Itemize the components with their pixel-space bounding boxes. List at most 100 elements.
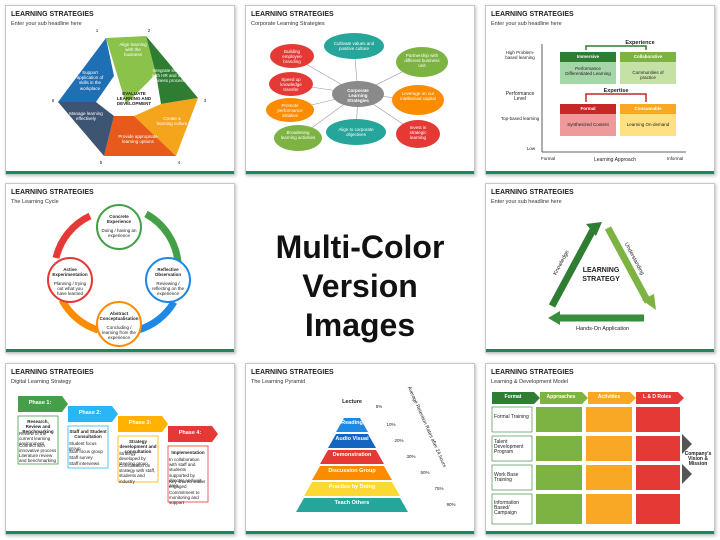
bubble-9: Invest in strategic learning: [409, 125, 427, 141]
y-axis-low-label: Low: [526, 146, 536, 151]
slide-thumb-4[interactable]: LEARNING STRATEGIES The Learning Cycle C…: [5, 183, 235, 353]
stage-desc-4: Planning / trying out what you have lear…: [53, 281, 87, 297]
stage-name-4: Active Experimentation: [52, 267, 88, 278]
slide-thumb-3[interactable]: LEARNING STRATEGIES Enter your sub headl…: [485, 5, 715, 175]
phase-4-item-1: In collaboration with staff and students…: [169, 457, 202, 489]
consumable-header: Consumable: [634, 106, 662, 111]
step-label-1: Align learning with the business: [119, 42, 147, 58]
slide-thumb-8[interactable]: LEARNING STRATEGIES Learning & Developme…: [485, 363, 715, 535]
stage-desc-1: Doing / having an experience: [101, 228, 137, 239]
phase-1-head: Research, Review and Benchmarking: [22, 419, 54, 435]
pyramid-level-2: Reading: [341, 420, 363, 426]
pyramid-level-6: Practice by Doing: [328, 484, 376, 490]
slide-thumb-5[interactable]: LEARNING STRATEGIES Enter your sub headl…: [485, 183, 715, 353]
pyramid-level-7: Teach Others: [334, 500, 370, 506]
matrix-diagram: [541, 44, 686, 153]
bubble-7: Broadening learning activities: [280, 130, 316, 141]
slide-title: LEARNING STRATEGIES: [491, 11, 574, 18]
phase-3-head: Strategy development and consultation: [119, 439, 157, 455]
slide-title: LEARNING STRATEGIES: [491, 189, 574, 196]
slide-footer-bar: [6, 531, 234, 534]
slide-footer-bar: [6, 349, 234, 352]
stage-desc-3: Concluding / learning from the experienc…: [102, 325, 136, 341]
cycle-center-label: EVALUATE LEARNING AND DEVELOPMENT: [116, 91, 152, 107]
mindmap-diagram: [266, 33, 448, 151]
phase-2-name: Phase 2:: [78, 410, 102, 416]
learning-pyramid: [296, 408, 408, 512]
header-format: Format: [504, 394, 522, 400]
immersive-text: Performance Differentiated Learning: [565, 66, 611, 77]
vision-mission-label: Company's Vision & Mission: [684, 451, 712, 468]
expertise-label: Expertise: [603, 88, 629, 94]
slide-footer-bar: [246, 531, 474, 534]
phase-1-name: Phase 1:: [28, 400, 52, 406]
step-label-3: Create a learning culture: [156, 116, 188, 127]
slide-footer-bar: [486, 171, 714, 174]
step-label-4: Provide appropriate learning options: [118, 134, 158, 145]
experience-label: Experience: [625, 40, 655, 46]
phase-2-item-4: Staff interviews: [69, 461, 100, 466]
y-axis-title: Performance Level: [505, 91, 535, 103]
slide-subtitle: Enter your sub headline here: [11, 21, 82, 27]
slide-footer-bar: [486, 531, 714, 534]
row-work-base-training: Work Base Training: [494, 472, 519, 484]
phase-3-item-2: Consultation on strategy with staff, stu…: [119, 463, 156, 484]
bubble-4: Speed up knowledge transfer: [280, 77, 302, 93]
formal-text: Synthesized Content: [567, 122, 609, 127]
center-heading: Multi-Color Version Images: [245, 228, 475, 345]
row-information-campaign: Information Based/ Campaign: [494, 500, 520, 517]
pyramid-level-3: Audio Visual: [335, 436, 369, 442]
step-label-6: Support application of skills in the wor…: [76, 70, 104, 91]
pyramid-pct-1: 5%: [375, 404, 383, 409]
step-number-6: 6: [51, 98, 55, 103]
slide-footer-bar: [6, 171, 234, 174]
pyramid-level-1: Lecture: [342, 399, 362, 405]
slide-subtitle: The Learning Pyramid: [251, 379, 306, 385]
step-number-5: 5: [99, 160, 103, 165]
pyramid-pct-6: 75%: [434, 486, 444, 491]
slide-subtitle: Enter your sub headline here: [491, 21, 562, 27]
stage-name-3: Abstract Conceptualisation: [99, 311, 139, 322]
pyramid-pct-3: 20%: [394, 438, 404, 443]
immersive-header: Immersive: [576, 54, 600, 59]
slide-subtitle: Enter your sub headline here: [491, 199, 562, 205]
step-label-5: Manage learning effectively: [69, 111, 103, 122]
step-number-1: 1: [95, 28, 99, 33]
slide-title: LEARNING STRATEGIES: [251, 369, 334, 376]
slide-subtitle: Learning & Development Model: [491, 379, 569, 385]
pyramid-level-4: Demonstration: [332, 452, 372, 458]
x-axis-title: Learning Approach: [594, 157, 636, 163]
hands-on-label: Hands-On Application: [576, 326, 630, 332]
stage-name-1: Concrete Experience: [106, 214, 131, 225]
pyramid-pct-7: 90%: [446, 502, 456, 507]
phase-2-item-2: Staff focus group: [69, 449, 103, 454]
pyramid-pct-4: 30%: [406, 454, 416, 459]
bubble-1: Building employee branding: [282, 49, 302, 65]
pyramid-pct-2: 10%: [386, 422, 396, 427]
pyramid-pct-5: 50%: [420, 470, 430, 475]
bubble-6: Promote performance initiative: [277, 103, 303, 119]
x-axis-left-label: Formal: [540, 156, 555, 161]
slide-thumb-7[interactable]: LEARNING STRATEGIES The Learning Pyramid…: [245, 363, 475, 535]
row-talent-development: Talent Development Program: [494, 439, 524, 456]
triangle-cycle-diagram: [548, 222, 656, 325]
learning-cycle-diagram: [47, 204, 191, 347]
phase-1-item-3: Literature review and benchmarking: [19, 453, 57, 464]
collaborative-text: Communities of practice: [632, 70, 664, 81]
phase-4-name: Phase 4:: [178, 430, 202, 436]
row-formal-training: Formal Training: [494, 414, 529, 420]
phase-4-head: Implementation: [171, 450, 205, 455]
phase-2-item-3: Staff survey: [69, 455, 93, 460]
phase-4-item-2: Key shared leader engaged: [169, 479, 206, 490]
slide-subtitle: Corporate Learning Strategies: [251, 21, 325, 27]
slide-thumb-6[interactable]: LEARNING STRATEGIES Digital Learning Str…: [5, 363, 235, 535]
center-heading-line-2: Version Images: [302, 268, 418, 343]
bubble-2: Cultivate values and positive culture: [333, 41, 375, 52]
phase-3-item-1: Strategy developed by steering group: [119, 451, 148, 467]
slide-thumb-2[interactable]: LEARNING STRATEGIES Corporate Learning S…: [245, 5, 475, 175]
bubble-8: Align to corporate objectives: [338, 127, 374, 138]
slide-thumb-1[interactable]: LEARNING STRATEGIES Enter your sub headl…: [5, 5, 235, 175]
bubble-3: Partnership with different business unit: [404, 53, 440, 69]
phase-2-head: Staff and Student Consultation: [69, 429, 107, 440]
